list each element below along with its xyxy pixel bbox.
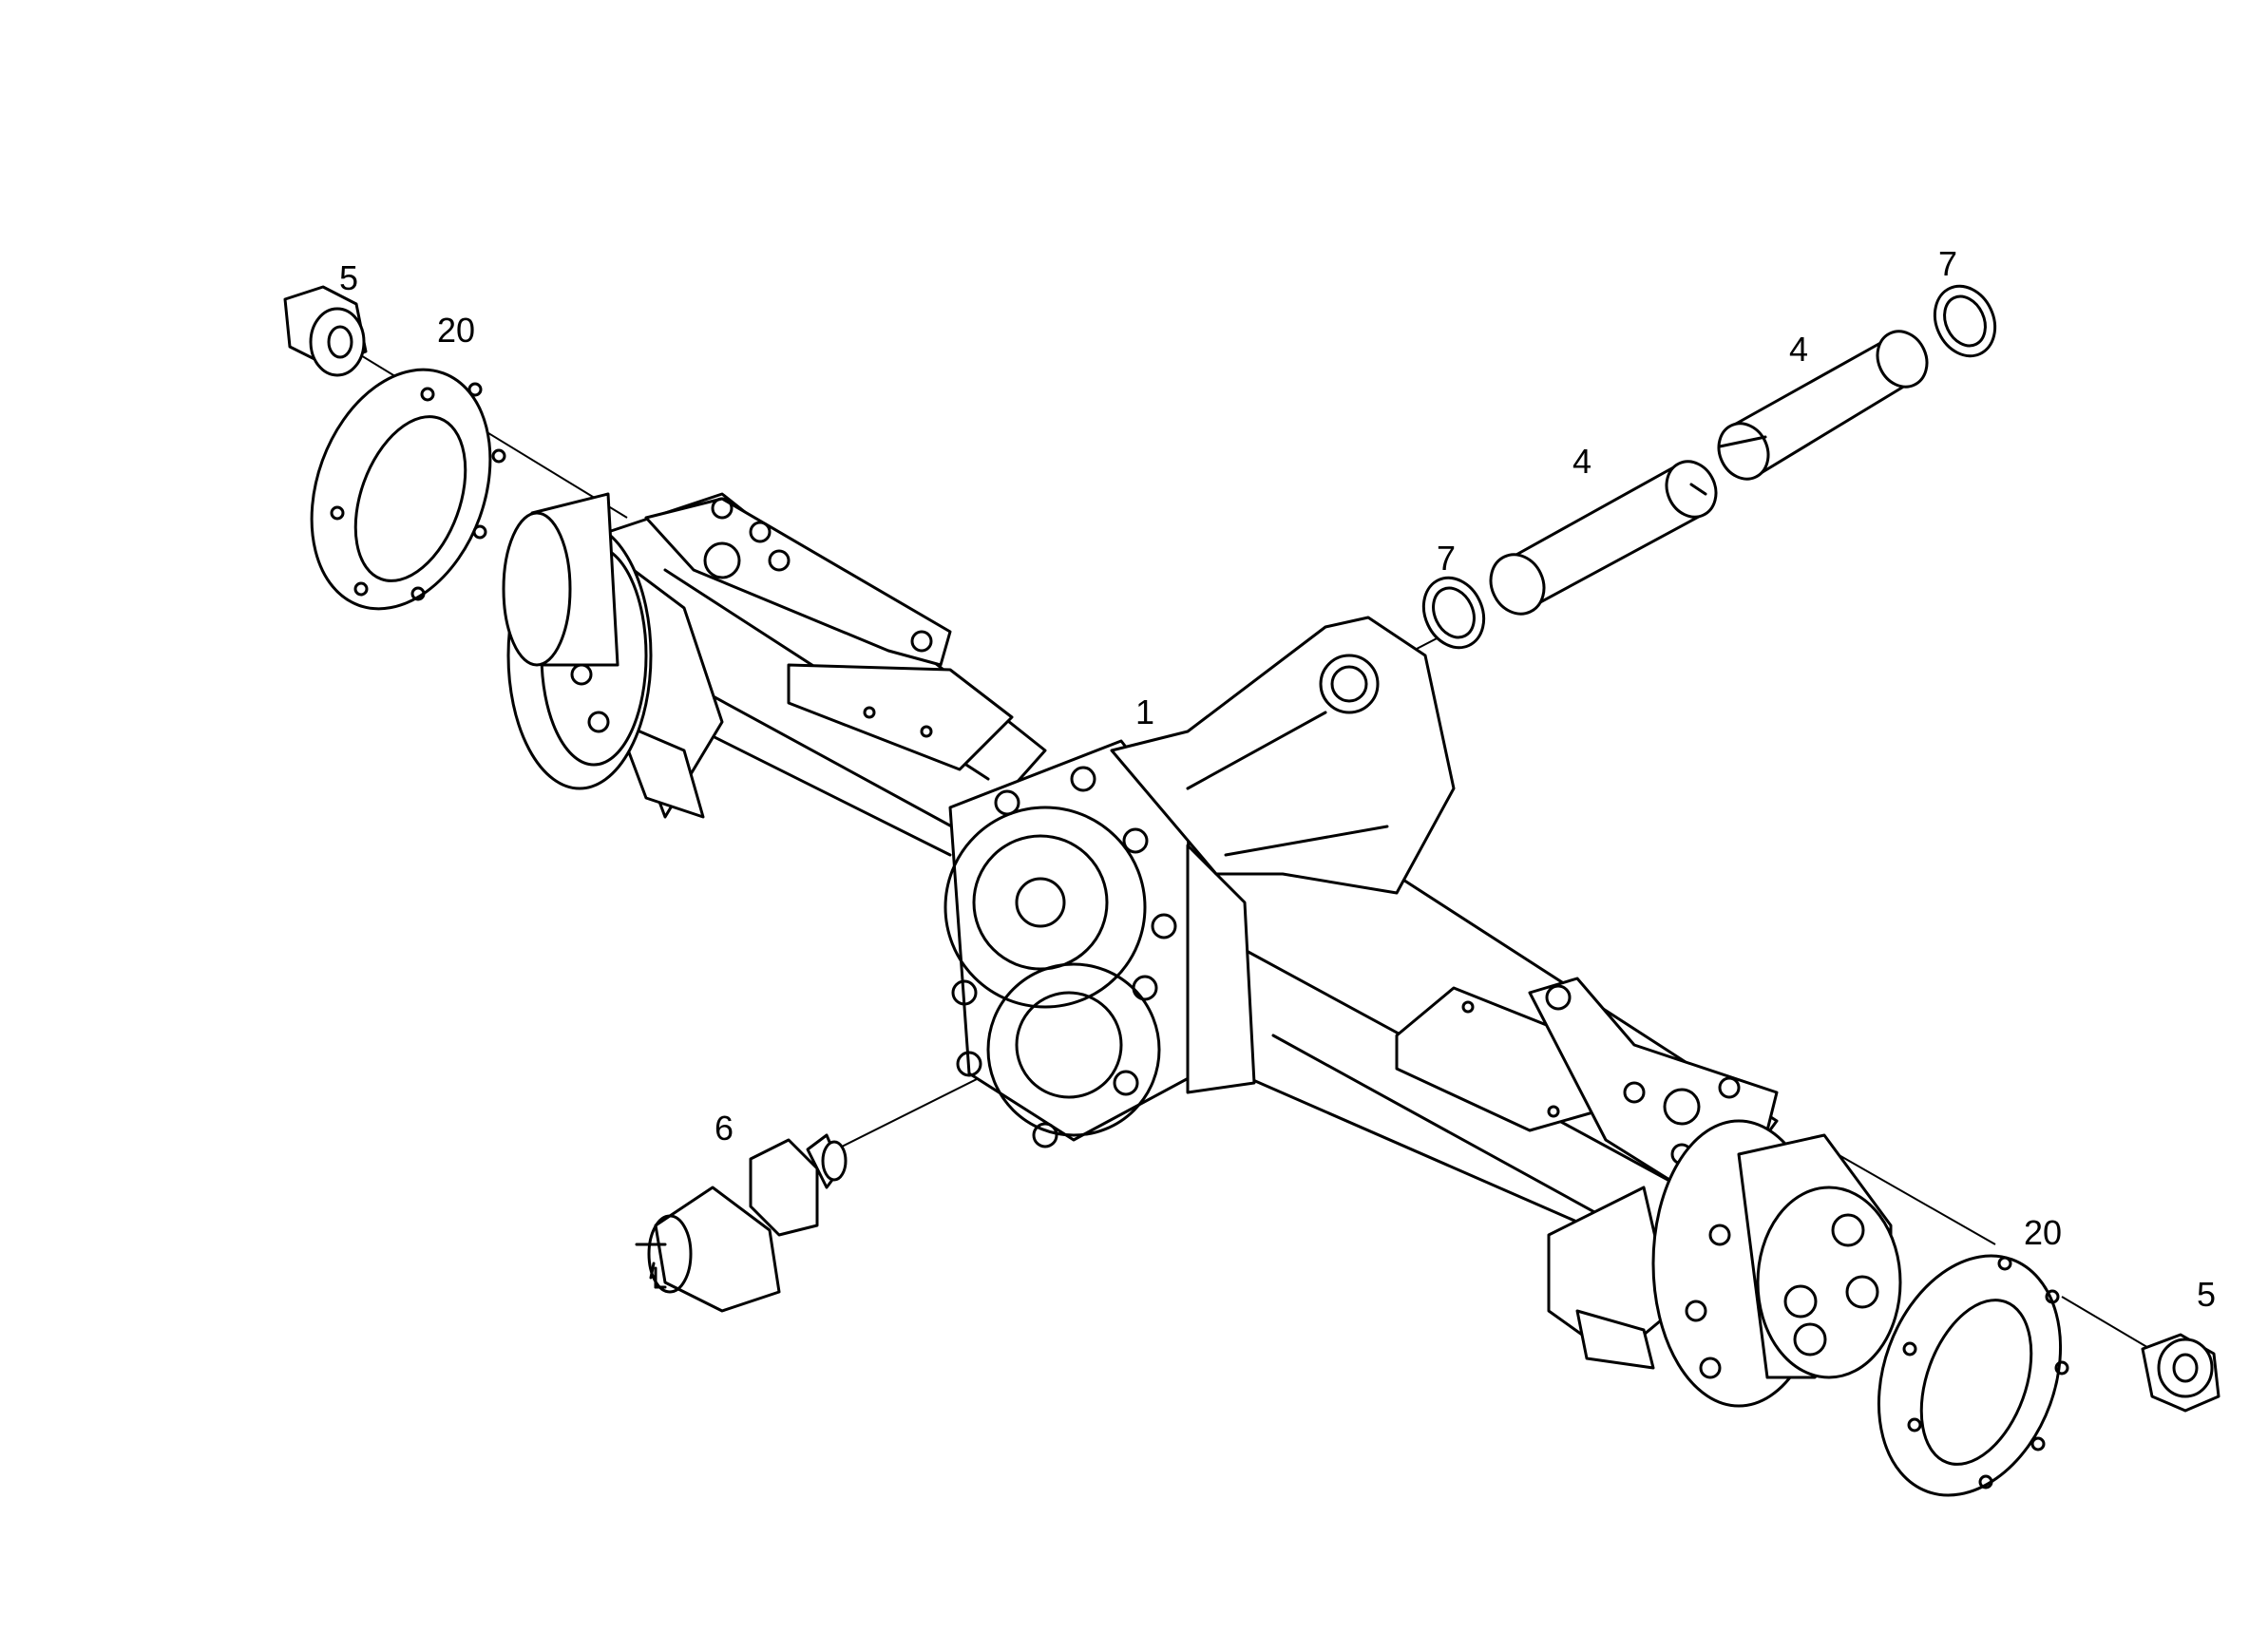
gasket-left xyxy=(310,368,506,611)
callout-4-mid: 4 xyxy=(1572,442,1591,481)
callout-1: 1 xyxy=(1135,693,1154,731)
washer-top xyxy=(1933,284,1997,358)
callout-labels: 5 20 7 4 4 7 1 6 20 5 xyxy=(339,244,2216,1314)
sensor xyxy=(635,1133,848,1313)
pin-right xyxy=(1717,330,1929,481)
nut-right xyxy=(2141,1333,2220,1413)
callout-20-left: 20 xyxy=(437,311,475,350)
callout-20-right: 20 xyxy=(2024,1213,2062,1252)
pin-mid xyxy=(1489,460,1718,616)
gasket-right xyxy=(1877,1254,2069,1497)
washer-mid xyxy=(1421,576,1486,650)
callout-6: 6 xyxy=(715,1109,734,1148)
callout-5-right: 5 xyxy=(2197,1275,2216,1314)
callout-5-left: 5 xyxy=(339,258,358,297)
callout-4-right: 4 xyxy=(1789,330,1808,369)
nut-left xyxy=(283,285,368,377)
callout-7-mid: 7 xyxy=(1437,539,1456,578)
axle-housing xyxy=(502,492,1902,1408)
callout-7-top: 7 xyxy=(1938,244,1957,283)
